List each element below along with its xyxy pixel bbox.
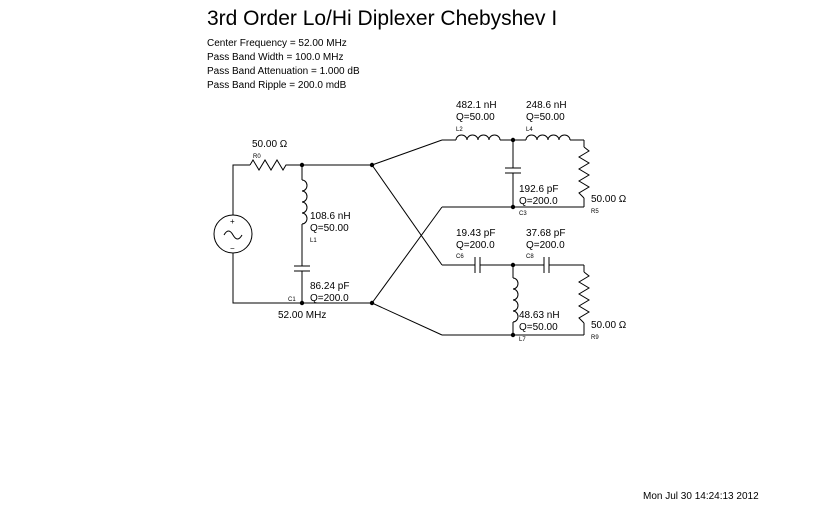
c8-ref: C8 (526, 254, 534, 260)
c1-q: Q=200.0 (310, 293, 349, 304)
c8-q: Q=200.0 (526, 240, 565, 251)
l7-ref: L7 (519, 337, 526, 343)
input-wiring (232, 164, 372, 304)
spec-pass-band-attenuation: Pass Band Attenuation = 1.000 dB (207, 66, 360, 77)
inductor-l2 (455, 134, 501, 141)
inductor-l7 (512, 277, 519, 323)
resistor-r9 (578, 271, 590, 324)
r5-ref: R5 (591, 209, 599, 215)
l1-q: Q=50.00 (310, 223, 349, 234)
l7-value: 48.63 nH (519, 310, 560, 321)
l7-q: Q=50.00 (519, 322, 558, 333)
c6-value: 19.43 pF (456, 228, 495, 239)
l1-ref: L1 (310, 238, 317, 244)
r9-value: 50.00 Ω (591, 320, 627, 331)
r0-value: 50.00 Ω (252, 139, 288, 150)
c3-ref: C3 (519, 211, 527, 217)
spec-pass-band-width: Pass Band Width = 100.0 MHz (207, 52, 344, 63)
c8-value: 37.68 pF (526, 228, 565, 239)
voltage-source: + − (213, 214, 253, 254)
svg-text:−: − (230, 244, 235, 253)
c1-value: 86.24 pF (310, 281, 349, 292)
l2-q: Q=50.00 (456, 112, 495, 123)
r9-ref: R9 (591, 335, 599, 341)
timestamp: Mon Jul 30 14:24:13 2012 (643, 491, 759, 502)
capacitor-c3 (505, 167, 521, 174)
diplexer-cross-wiring (371, 139, 443, 336)
capacitor-c1 (294, 265, 310, 272)
resistor-r5 (578, 146, 590, 199)
inductor-l1 (301, 179, 308, 225)
l4-value: 248.6 nH (526, 100, 567, 111)
resistor-r0 (249, 159, 289, 171)
junction-dots (299, 137, 516, 338)
l2-ref: L2 (456, 127, 463, 133)
c3-value: 192.6 pF (519, 184, 558, 195)
l4-ref: L4 (526, 127, 533, 133)
spec-center-frequency: Center Frequency = 52.00 MHz (207, 38, 347, 49)
l4-q: Q=50.00 (526, 112, 565, 123)
capacitor-c8 (543, 257, 550, 273)
spec-pass-band-ripple: Pass Band Ripple = 200.0 mdB (207, 80, 347, 91)
c6-q: Q=200.0 (456, 240, 495, 251)
c3-q: Q=200.0 (519, 196, 558, 207)
l2-value: 482.1 nH (456, 100, 497, 111)
c1-ref: C1 (288, 297, 296, 303)
l1-value: 108.6 nH (310, 211, 351, 222)
c6-ref: C6 (456, 254, 464, 260)
frequency-label: 52.00 MHz (278, 310, 326, 321)
r5-value: 50.00 Ω (591, 194, 627, 205)
inductor-l4 (525, 134, 571, 141)
svg-text:+: + (230, 217, 235, 226)
r0-ref: R0 (253, 154, 261, 160)
diagram-title: 3rd Order Lo/Hi Diplexer Chebyshev I (207, 7, 558, 30)
capacitor-c6 (474, 257, 481, 273)
